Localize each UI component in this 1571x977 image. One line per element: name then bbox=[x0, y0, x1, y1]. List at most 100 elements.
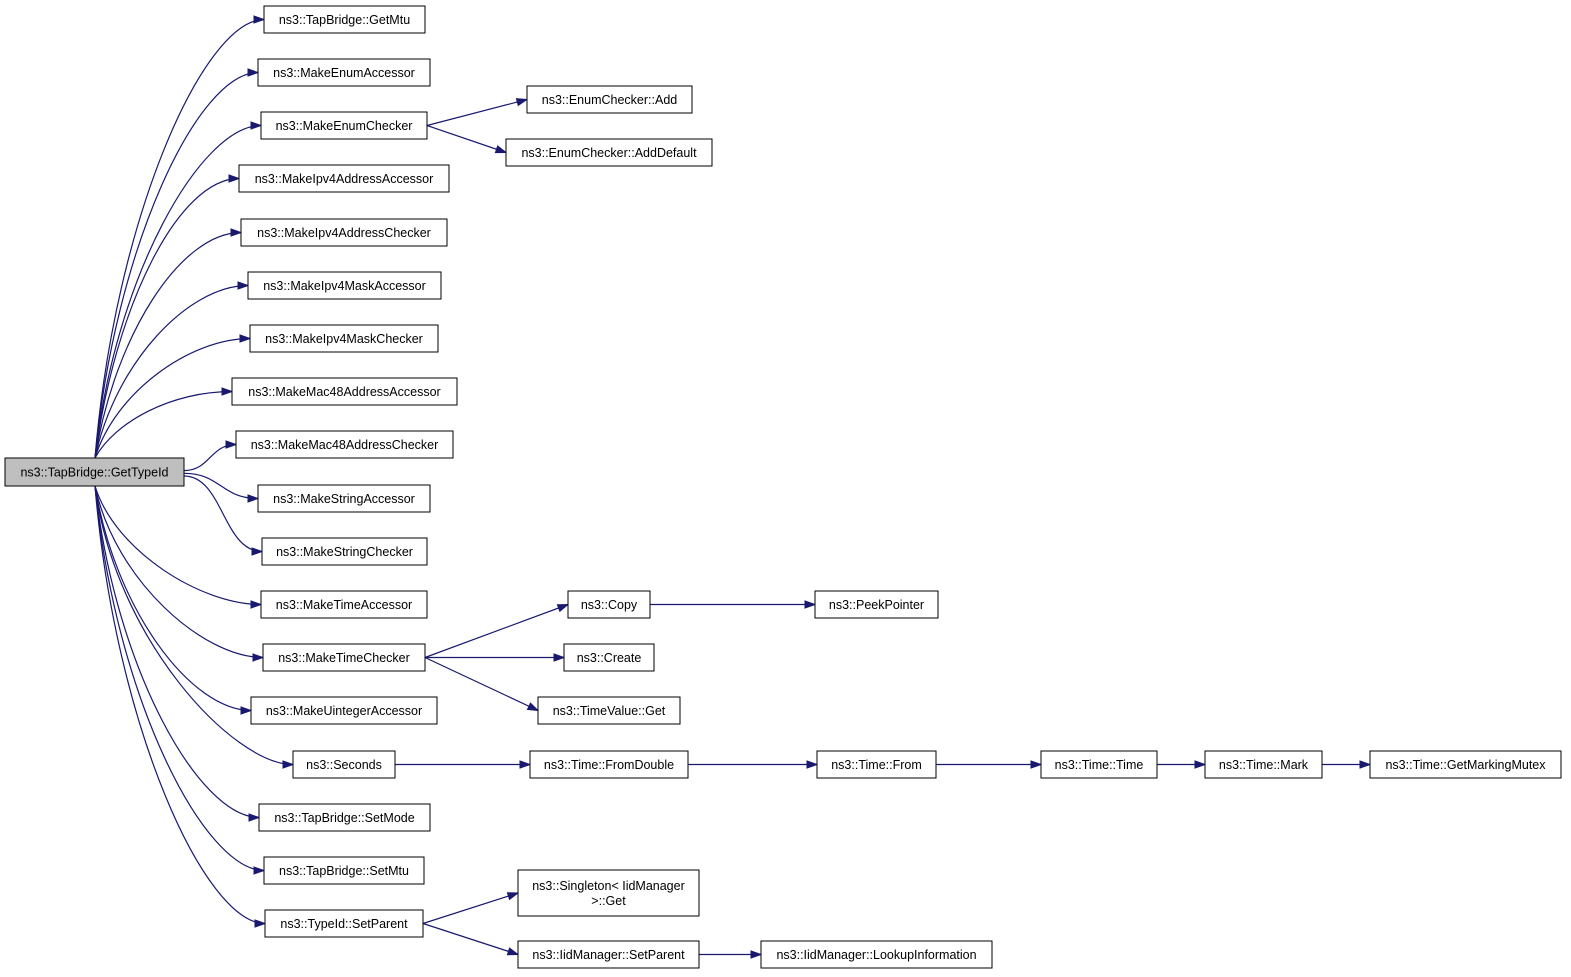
node-box bbox=[526, 85, 693, 114]
node-makeipv4maskaccessor[interactable]: ns3::MakeIpv4MaskAccessor bbox=[247, 271, 442, 300]
node-box bbox=[240, 218, 448, 247]
edge-root-to-makestringaccessor bbox=[183, 472, 260, 503]
node-box bbox=[264, 909, 424, 938]
node-box bbox=[249, 324, 439, 353]
node-box bbox=[250, 696, 438, 725]
node-label: ns3::MakeIpv4MaskChecker bbox=[265, 332, 423, 346]
node-time-fromdouble[interactable]: ns3::Time::FromDouble bbox=[529, 750, 689, 779]
edge-typeid-setparent-to-iidmanager-setparent bbox=[422, 922, 520, 956]
node-label: ns3::TapBridge::GetTypeId bbox=[20, 466, 168, 480]
node-create[interactable]: ns3::Create bbox=[563, 643, 655, 672]
node-makeipv4addressaccessor[interactable]: ns3::MakeIpv4AddressAccessor bbox=[238, 164, 450, 193]
node-seconds[interactable]: ns3::Seconds bbox=[292, 750, 396, 779]
node-box bbox=[247, 271, 442, 300]
node-label: ns3::MakeIpv4AddressAccessor bbox=[255, 172, 434, 186]
edge-root-to-makeuintegeraccessor bbox=[94, 485, 253, 715]
node-box bbox=[537, 696, 681, 725]
node-makeuintegeraccessor[interactable]: ns3::MakeUintegerAccessor bbox=[250, 696, 438, 725]
edge-time-fromdouble-to-time-from bbox=[688, 760, 819, 769]
node-makemac48addressaccessor[interactable]: ns3::MakeMac48AddressAccessor bbox=[231, 377, 458, 406]
node-copy[interactable]: ns3::Copy bbox=[567, 590, 651, 619]
node-label: ns3::MakeMac48AddressAccessor bbox=[248, 385, 440, 399]
edge-root-to-maketimechecker bbox=[94, 485, 265, 662]
node-time-time[interactable]: ns3::Time::Time bbox=[1040, 750, 1158, 779]
edge-root-to-makestringchecker bbox=[183, 475, 264, 556]
node-timevalue-get[interactable]: ns3::TimeValue::Get bbox=[537, 696, 681, 725]
node-label: ns3::TapBridge::SetMtu bbox=[279, 864, 409, 878]
node-iidmanager-setparent[interactable]: ns3::IidManager::SetParent bbox=[517, 940, 700, 969]
edge-root-to-setmtu bbox=[94, 485, 266, 875]
node-label: ns3::EnumChecker::Add bbox=[542, 93, 678, 107]
edge-maketimechecker-to-timevalue-get bbox=[424, 656, 540, 712]
node-box bbox=[816, 750, 937, 779]
node-box bbox=[263, 5, 426, 34]
node-label: ns3::Time::FromDouble bbox=[544, 758, 674, 772]
node-box bbox=[260, 590, 428, 619]
node-box bbox=[1204, 750, 1323, 779]
node-enumchecker-adddefault[interactable]: ns3::EnumChecker::AddDefault bbox=[505, 138, 713, 167]
edge-maketimechecker-to-create bbox=[425, 653, 566, 662]
node-setmtu[interactable]: ns3::TapBridge::SetMtu bbox=[263, 856, 425, 885]
node-label: ns3::Copy bbox=[581, 598, 638, 612]
node-box bbox=[260, 111, 428, 140]
node-label: ns3::Singleton< IidManager bbox=[532, 879, 685, 893]
node-singleton-get[interactable]: ns3::Singleton< IidManager>::Get bbox=[517, 869, 700, 917]
edge-root-to-maketimeaccessor bbox=[94, 485, 263, 609]
edge-time-mark-to-time-getmarkingmutex bbox=[1322, 760, 1372, 769]
node-box bbox=[258, 803, 431, 832]
node-label: ns3::MakeStringAccessor bbox=[273, 492, 415, 506]
edge-root-to-makemac48addressaccessor bbox=[94, 387, 234, 459]
node-box bbox=[760, 940, 993, 969]
node-box bbox=[529, 750, 689, 779]
edge-root-to-makeipv4addresschecker bbox=[94, 228, 243, 459]
node-typeid-setparent[interactable]: ns3::TypeId::SetParent bbox=[264, 909, 424, 938]
call-edges bbox=[94, 15, 1372, 959]
node-time-from[interactable]: ns3::Time::From bbox=[816, 750, 937, 779]
node-box bbox=[263, 856, 425, 885]
node-label: ns3::TimeValue::Get bbox=[553, 704, 666, 718]
edge-time-time-to-time-mark bbox=[1157, 760, 1207, 769]
node-box bbox=[814, 590, 939, 619]
node-label: ns3::MakeTimeAccessor bbox=[276, 598, 412, 612]
node-maketimeaccessor[interactable]: ns3::MakeTimeAccessor bbox=[260, 590, 428, 619]
node-box bbox=[292, 750, 396, 779]
node-enumchecker-add[interactable]: ns3::EnumChecker::Add bbox=[526, 85, 693, 114]
edge-typeid-setparent-to-singleton-get bbox=[422, 892, 520, 925]
edge-maketimechecker-to-copy bbox=[424, 603, 570, 659]
node-label: ns3::Time::Mark bbox=[1219, 758, 1309, 772]
node-makestringaccessor[interactable]: ns3::MakeStringAccessor bbox=[257, 484, 431, 513]
node-label: ns3::MakeIpv4MaskAccessor bbox=[263, 279, 426, 293]
node-maketimechecker[interactable]: ns3::MakeTimeChecker bbox=[262, 643, 426, 672]
node-time-getmarkingmutex[interactable]: ns3::Time::GetMarkingMutex bbox=[1369, 750, 1562, 779]
node-label: ns3::EnumChecker::AddDefault bbox=[521, 146, 697, 160]
node-box bbox=[517, 869, 700, 917]
node-makeenumchecker[interactable]: ns3::MakeEnumChecker bbox=[260, 111, 428, 140]
edge-root-to-seconds bbox=[94, 485, 295, 769]
node-label: ns3::MakeIpv4AddressChecker bbox=[257, 226, 431, 240]
node-makeipv4maskchecker[interactable]: ns3::MakeIpv4MaskChecker bbox=[249, 324, 439, 353]
node-iidmanager-lookupinformation[interactable]: ns3::IidManager::LookupInformation bbox=[760, 940, 993, 969]
node-label: ns3::Seconds bbox=[306, 758, 382, 772]
node-makestringchecker[interactable]: ns3::MakeStringChecker bbox=[261, 537, 428, 566]
node-box bbox=[261, 537, 428, 566]
node-label: ns3::Time::Time bbox=[1055, 758, 1144, 772]
edge-copy-to-peekpointer bbox=[650, 600, 817, 609]
edge-root-to-makeipv4addressaccessor bbox=[94, 174, 241, 459]
node-box bbox=[563, 643, 655, 672]
node-label: ns3::MakeTimeChecker bbox=[278, 651, 410, 665]
node-label: ns3::TapBridge::SetMode bbox=[274, 811, 414, 825]
node-makeipv4addresschecker[interactable]: ns3::MakeIpv4AddressChecker bbox=[240, 218, 448, 247]
node-label: ns3::IidManager::LookupInformation bbox=[776, 948, 976, 962]
node-label: ns3::MakeStringChecker bbox=[276, 545, 413, 559]
node-time-mark[interactable]: ns3::Time::Mark bbox=[1204, 750, 1323, 779]
edge-root-to-makemac48addresschecker bbox=[183, 440, 238, 472]
node-getmtu[interactable]: ns3::TapBridge::GetMtu bbox=[263, 5, 426, 34]
node-makeenumaccessor[interactable]: ns3::MakeEnumAccessor bbox=[257, 58, 431, 87]
node-label: ns3::IidManager::SetParent bbox=[532, 948, 685, 962]
node-label: ns3::MakeUintegerAccessor bbox=[266, 704, 422, 718]
node-peekpointer[interactable]: ns3::PeekPointer bbox=[814, 590, 939, 619]
node-makemac48addresschecker[interactable]: ns3::MakeMac48AddressChecker bbox=[235, 430, 454, 459]
node-root[interactable]: ns3::TapBridge::GetTypeId bbox=[4, 457, 185, 487]
node-setmode[interactable]: ns3::TapBridge::SetMode bbox=[258, 803, 431, 832]
edge-root-to-makeipv4maskaccessor bbox=[94, 281, 250, 459]
